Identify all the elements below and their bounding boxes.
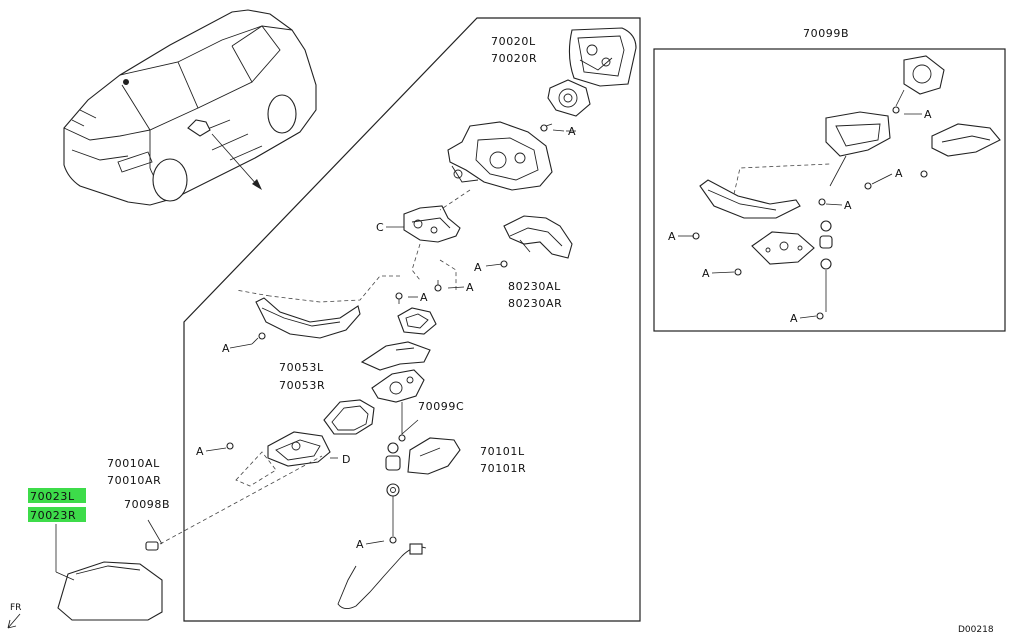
label-80230al: 80230AL [508,280,561,293]
bolt-70098b [145,519,163,551]
label-70010ar: 70010AR [107,474,161,487]
inset-frame-bracket [825,111,891,187]
front-arrow-icon [7,613,21,629]
callout-a-5: A [222,342,230,355]
side-trim-70053 [255,297,361,339]
label-70053l: 70053L [279,361,324,374]
base-70099c [371,369,425,403]
wire-harness [337,543,427,609]
highlight-70023l [28,488,86,503]
bolt-a-glass [539,123,565,132]
inset-actuator [892,55,945,114]
leader-lines [269,275,400,303]
grommets [385,442,401,544]
mirror-cover-70023 [57,561,163,621]
label-70023r[interactable]: 70023R [30,509,76,522]
inset-screws [692,170,928,320]
cover-shell [360,341,431,371]
screw-a-lamp [485,260,508,268]
inset-base-plate [751,231,815,265]
label-70020l: 70020L [491,35,536,48]
highlight-70023r [28,507,86,522]
label-70098b: 70098B [124,498,170,511]
callout-a-1: A [568,125,576,138]
inset-frame-70099b [653,48,1006,332]
part-labels: 70020L 70020R 70099B 80230AL 80230AR 700… [7,27,994,635]
main-assembly-frame [183,17,641,622]
callout-a-4: A [466,281,474,294]
screws-a-center [395,280,442,304]
mirror-base-bracket [403,205,461,243]
label-70023l[interactable]: 70023L [30,490,75,503]
screw-a-trim [251,332,266,345]
front-indicator-label: FR [10,603,21,613]
label-80230ar: 80230AR [508,297,562,310]
callout-a-7: A [356,538,364,551]
vehicle-illustration [63,9,317,206]
inset-side-trim [699,179,801,219]
ref-d: D [342,453,351,466]
callout-a-13: A [790,312,798,325]
diagram-code: D00218 [958,625,994,635]
callout-a-8: A [924,108,932,121]
ref-c: C [376,221,384,234]
label-70101l: 70101L [480,445,525,458]
mirror-actuator [547,79,591,117]
pointer-arrow-icon [252,179,262,190]
lower-cover-70101 [407,437,461,475]
inset-grommets [819,220,833,312]
turn-lamp-80230 [503,215,573,259]
gasket [397,307,437,335]
callout-a-2: A [474,261,482,274]
screw-a-grommet [398,434,406,442]
callout-a-9: A [895,167,903,180]
label-70053r: 70053R [279,379,325,392]
callout-a-3: A [420,291,428,304]
label-70020r: 70020R [491,52,537,65]
inset-lamp [931,123,1001,157]
mirror-housing-frame [447,121,553,191]
label-70101r: 70101R [480,462,526,475]
callout-a-10: A [844,199,852,212]
label-70010al: 70010AL [107,457,160,470]
callout-a-12: A [702,267,710,280]
callout-a-11: A [668,230,676,243]
mirror-base-70010a [267,431,331,467]
bezel-ring [323,399,375,435]
label-70099c: 70099C [418,400,464,413]
mirror-glass-70020 [568,27,637,87]
label-70099b: 70099B [803,27,849,40]
callout-a-6: A [196,445,204,458]
